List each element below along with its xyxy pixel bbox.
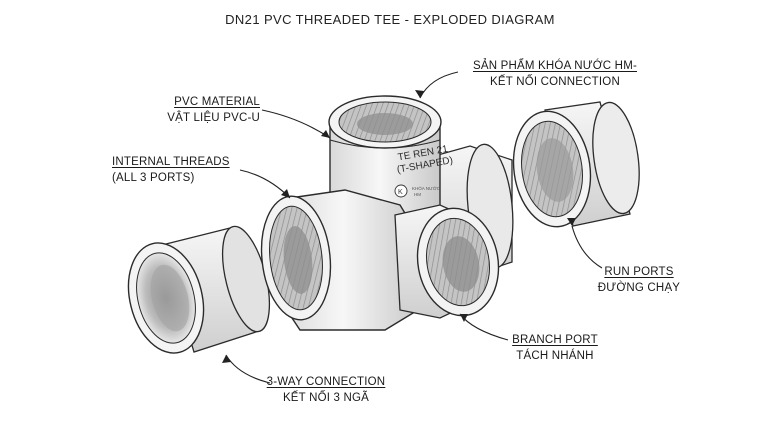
leader-arrowheads <box>222 90 576 363</box>
callout-run-ports-line2: ĐƯỜNG CHẠY <box>597 282 681 294</box>
callout-threads-line1: INTERNAL THREADS <box>112 156 230 168</box>
tee-body <box>260 95 514 331</box>
callout-connection-line2: KẾT NỐI 3 NGÃ <box>282 392 370 404</box>
leader-material <box>261 109 331 139</box>
callout-material-line2: VẬT LIỆU PVC-U <box>167 112 260 124</box>
callout-threads: INTERNAL THREADS (ALL 3 PORTS) <box>112 154 242 186</box>
diagram-title: DN21 PVC THREADED TEE - EXPLODED DIAGRAM <box>225 12 555 27</box>
callout-product-brand-line1: SẢN PHẨM KHÓA NƯỚC HM- <box>472 60 637 72</box>
leader-run-ports <box>571 225 603 269</box>
brand-logo: K KHÓA NƯỚC HM <box>394 184 441 198</box>
callout-branch-port: BRANCH PORT TÁCH NHÁNH <box>505 332 605 364</box>
callout-run-ports-line1: RUN PORTS <box>604 266 674 278</box>
right-coupling <box>512 101 640 228</box>
leader-branch-port <box>459 313 509 341</box>
leader-product-brand <box>419 71 459 99</box>
callout-run-ports: RUN PORTS ĐƯỜNG CHẠY <box>594 264 684 296</box>
callout-material: PVC MATERIAL VẬT LIỆU PVC-U <box>120 94 260 126</box>
callout-product-brand: SẢN PHẨM KHÓA NƯỚC HM- KẾT NỐI CONNECTIO… <box>455 58 655 90</box>
left-coupling <box>127 225 271 354</box>
callout-material-line1: PVC MATERIAL <box>174 96 260 108</box>
svg-text:HM: HM <box>414 192 421 197</box>
callout-threads-line2: (ALL 3 PORTS) <box>112 172 195 184</box>
callout-branch-port-line1: BRANCH PORT <box>512 334 598 346</box>
callout-connection-line1: 3-WAY CONNECTION <box>266 376 386 388</box>
callout-product-brand-line2: KẾT NỐI CONNECTION <box>490 76 620 88</box>
svg-text:K: K <box>398 189 403 196</box>
callout-branch-port-line2: TÁCH NHÁNH <box>516 350 594 362</box>
leader-connection <box>225 354 271 384</box>
callout-connection: 3-WAY CONNECTION KẾT NỐI 3 NGÃ <box>266 374 386 406</box>
svg-text:KHÓA NƯỚC: KHÓA NƯỚC <box>412 185 441 191</box>
